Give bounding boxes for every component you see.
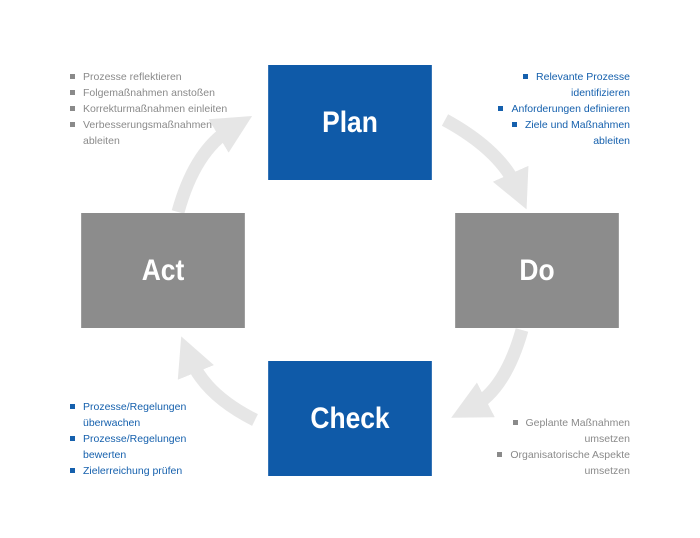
note-text: umsetzen (584, 465, 630, 477)
arrow-check-to-act (177, 336, 258, 426)
note-text: Prozesse reflektieren (83, 71, 182, 83)
note-text: bewerten (83, 449, 127, 461)
check-note-item: Prozesse/Regelungen überwachen (70, 399, 250, 431)
act-note-item: Verbesserungsmaßnahmen ableiten (70, 117, 250, 149)
check-note-item: Prozesse/Regelungen bewerten (70, 431, 250, 463)
note-text: Zielerreichung prüfen (83, 465, 183, 477)
do-note-item: Geplante Maßnahmen umsetzen (448, 415, 630, 447)
arrow-act-to-plan (171, 116, 253, 214)
bullet-icon (511, 122, 517, 127)
note-text: Prozesse/Regelungen (83, 433, 187, 445)
note-text: überwachen (83, 417, 141, 429)
note-text: Anforderungen definieren (511, 103, 630, 115)
note-text: Folgemaßnahmen anstoßen (83, 87, 215, 99)
plan-box: Plan (268, 65, 432, 180)
do-note-item: Organisatorische Aspekte umsetzen (448, 447, 630, 479)
check-box: Check (268, 361, 432, 476)
plan-note-item: Relevante Prozesse identifizieren (448, 69, 630, 101)
note-text: Korrekturmaßnahmen einleiten (83, 103, 228, 115)
act-note-item: Folgemaßnahmen anstoßen (70, 85, 250, 101)
note-text: Geplante Maßnahmen (525, 417, 630, 429)
bullet-icon (523, 74, 529, 79)
check-note-item: Zielerreichung prüfen (70, 463, 250, 479)
plan-note-item: Ziele und Maßnahmen ableiten (448, 117, 630, 149)
note-text: ableiten (83, 135, 120, 147)
arrow-do-to-check (451, 328, 529, 418)
note-text: Ziele und Maßnahmen (524, 119, 630, 131)
note-text: Verbesserungsmaßnahmen (83, 119, 212, 131)
act-note-item: Prozesse reflektieren (70, 69, 250, 85)
act-box: Act (81, 213, 245, 328)
plan-label: Plan (322, 105, 378, 139)
act-label: Act (141, 253, 185, 287)
note-text: Prozesse/Regelungen (83, 401, 187, 413)
bullet-icon (497, 452, 503, 457)
note-text: ableiten (593, 135, 630, 147)
plan-note-item: Anforderungen definieren (448, 101, 630, 117)
note-text: Organisatorische Aspekte (510, 449, 630, 461)
note-text: Relevante Prozesse (536, 71, 630, 83)
do-box: Do (455, 213, 619, 328)
bullet-icon (498, 106, 504, 111)
note-text: umsetzen (584, 433, 630, 445)
do-label: Do (519, 253, 555, 287)
bullet-icon (512, 420, 518, 425)
arrow-plan-to-do (441, 114, 529, 210)
check-label: Check (310, 401, 390, 435)
note-text: identifizieren (571, 87, 630, 99)
act-note-item: Korrekturmaßnahmen einleiten (70, 101, 250, 117)
